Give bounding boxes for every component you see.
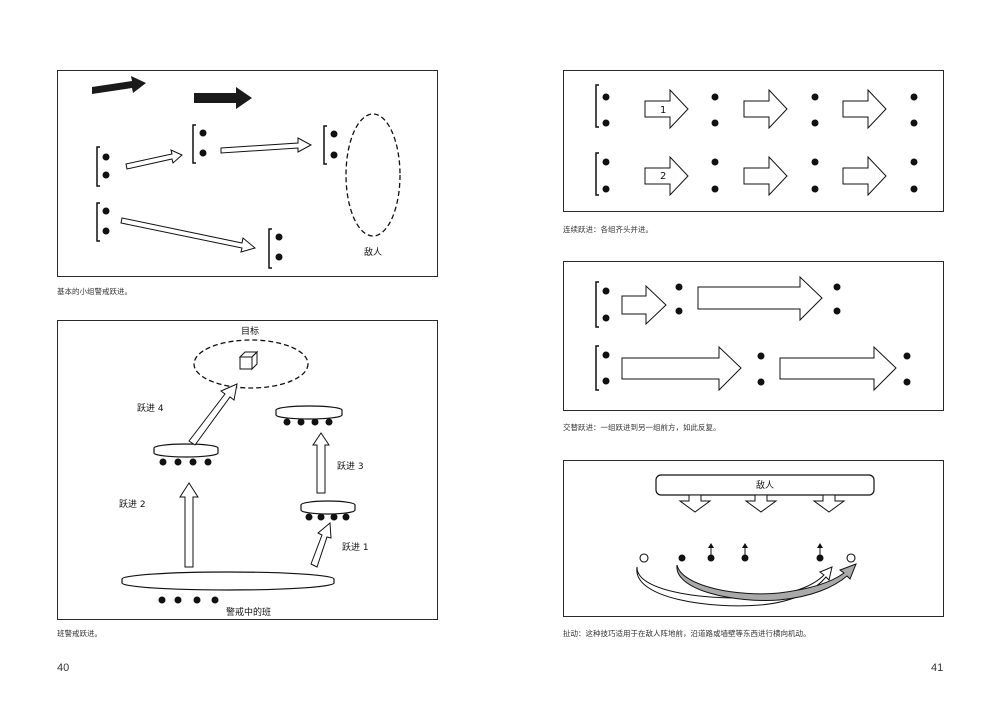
soldier-dots — [903, 352, 911, 386]
soldier-dots — [159, 458, 212, 466]
bound-arrow-icon — [125, 149, 183, 170]
bound-arrow-icon — [179, 482, 199, 568]
soldier-facing-icon — [707, 543, 715, 562]
bound-3-label: 跃进 3 — [337, 461, 364, 472]
soldier-dots — [811, 93, 819, 127]
fire-team-group — [96, 202, 110, 242]
soldier-dots — [158, 596, 219, 604]
bound-arrow-icon — [621, 284, 667, 326]
lateral-movement-figure: 敌人 — [563, 460, 944, 617]
cube-icon — [238, 350, 259, 371]
alternate-bounding-figure — [563, 261, 944, 411]
soldier-dots — [910, 158, 918, 193]
continuous-bounding-diagram: 1 2 — [595, 84, 918, 197]
bound-arrow-icon — [644, 155, 689, 197]
fire-team-group — [595, 345, 610, 391]
page-number-right: 41 — [931, 662, 944, 674]
bound-arrow-icon — [621, 345, 742, 392]
target-zone — [193, 339, 309, 389]
bound-4-label: 跃进 4 — [137, 403, 164, 414]
bound-arrow-icon — [743, 88, 788, 130]
bound-1-label: 跃进 1 — [342, 542, 369, 553]
page-number-left: 40 — [57, 662, 70, 674]
continuous-bounding-caption: 连续跃进：各组齐头并进。 — [563, 225, 653, 234]
soldier-dots — [283, 418, 333, 426]
bound-2-label: 跃进 2 — [119, 499, 146, 510]
bound-arrow-icon — [310, 521, 332, 568]
bound-arrow-icon — [743, 155, 788, 197]
fire-team-group — [268, 228, 283, 269]
direction-arrow-icon — [92, 76, 146, 94]
squad-label: 警戒中的班 — [226, 606, 271, 618]
fire-arrow-icon — [744, 494, 778, 513]
soldier-dots — [811, 158, 819, 193]
bound-arrow-icon — [120, 217, 257, 253]
soldier-facing-icon — [741, 543, 749, 562]
bound-arrow-icon — [312, 432, 330, 494]
enemy-zone — [345, 113, 401, 237]
start-position-marker — [639, 553, 649, 563]
enemy-label: 敌人 — [364, 246, 382, 258]
enemy-label: 敌人 — [756, 479, 774, 491]
fire-team-group — [192, 124, 207, 164]
soldier-dots — [757, 352, 765, 386]
soldier-dots — [305, 513, 350, 521]
soldier-facing-icon — [816, 543, 824, 562]
bound-arrow-icon — [220, 137, 313, 154]
soldier-dots — [711, 93, 719, 127]
squad-bounding-figure: 目标 警戒中的班 — [57, 320, 438, 620]
lateral-movement-diagram: 敌人 — [636, 474, 875, 607]
squad-platform — [153, 443, 219, 458]
fire-team-group — [96, 146, 110, 187]
bound-arrow-icon — [188, 383, 238, 446]
soldier-dots — [711, 158, 719, 193]
soldier-dot — [678, 554, 686, 562]
lateral-move-arrow-icon — [676, 563, 857, 601]
fire-arrow-icon — [678, 494, 712, 513]
direction-arrow-icon — [194, 87, 252, 109]
bound-arrow-icon — [842, 155, 887, 197]
target-label: 目标 — [241, 325, 259, 337]
fire-team-group — [595, 152, 610, 196]
alternate-bounding-caption: 交替跃进：一组跃进到另一组前方，如此反复。 — [563, 423, 721, 432]
fire-arrow-icon — [812, 494, 846, 513]
lateral-move-arrow-icon — [636, 566, 833, 607]
end-position-marker — [846, 553, 856, 563]
group-1-label: 1 — [660, 105, 666, 116]
basic-bounding-caption: 基本的小组警戒跃进。 — [57, 287, 132, 296]
bound-arrow-icon — [779, 345, 897, 392]
alternate-bounding-diagram — [595, 275, 911, 392]
group-2-label: 2 — [660, 171, 666, 182]
basic-bounding-figure: 敌人 — [57, 70, 438, 277]
continuous-bounding-figure: 1 2 — [563, 70, 944, 212]
soldier-dots — [675, 283, 683, 315]
fire-team-group — [595, 281, 610, 328]
basic-bounding-diagram: 敌人 — [92, 76, 401, 269]
fire-team-group — [323, 125, 338, 165]
squad-platform — [121, 571, 335, 591]
squad-platform — [300, 500, 356, 515]
squad-bounding-caption: 班警戒跃进。 — [57, 629, 102, 638]
squad-platform — [275, 405, 343, 420]
squad-bounding-diagram: 目标 警戒中的班 — [119, 325, 369, 618]
lateral-movement-caption: 扯动：这种技巧适用于在敌人阵地前，沿道路或墙壁等东西进行横向机动。 — [563, 629, 811, 638]
soldier-dots — [910, 93, 918, 127]
soldier-dots — [833, 283, 841, 315]
bound-arrow-icon — [697, 275, 823, 322]
fire-team-group — [595, 84, 610, 128]
bound-arrow-icon — [842, 88, 887, 130]
bound-arrow-icon — [644, 88, 689, 130]
